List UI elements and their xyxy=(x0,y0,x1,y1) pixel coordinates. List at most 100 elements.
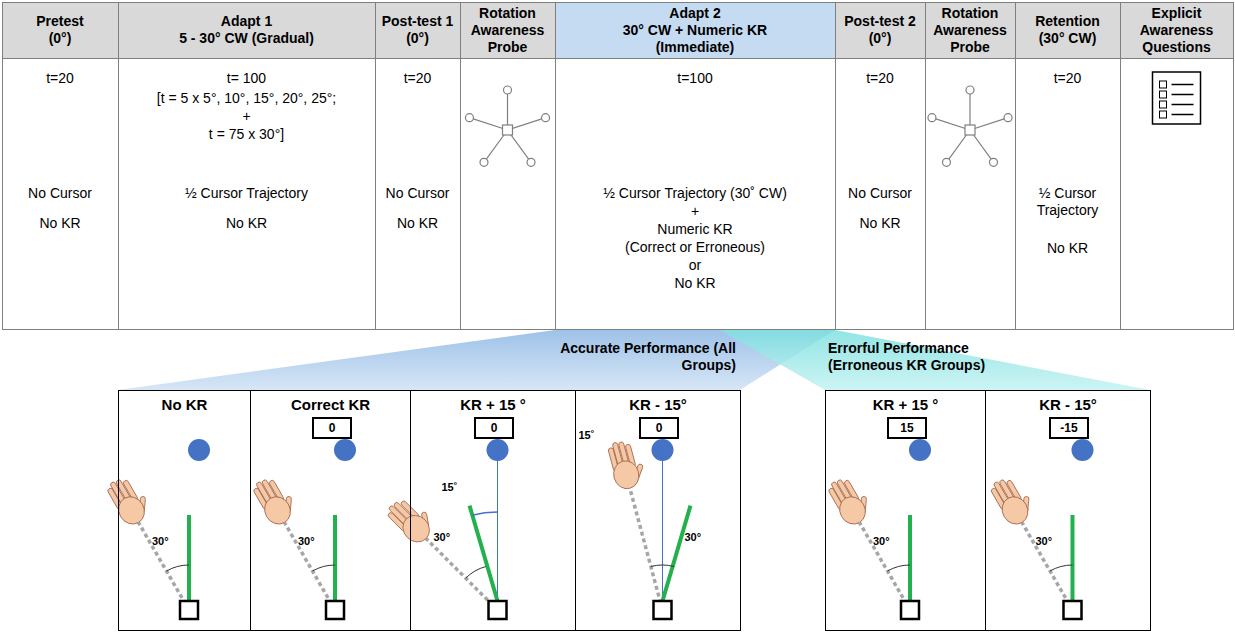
fan-shape xyxy=(720,330,1150,390)
hand-illustration xyxy=(605,437,648,492)
angle-label: 30° xyxy=(873,535,890,548)
checkbox xyxy=(1160,81,1167,88)
checklist-line xyxy=(1172,104,1194,106)
angle-arc xyxy=(651,565,674,567)
rotation-probe-icon xyxy=(465,86,549,166)
angle-label: 30° xyxy=(1036,535,1053,548)
cell-text: ½ Cursor Trajectory xyxy=(121,185,372,202)
start-square xyxy=(326,601,344,619)
cursor-line xyxy=(1071,515,1075,601)
probe-target xyxy=(1004,114,1012,122)
fan-shape xyxy=(118,330,835,390)
probe-target xyxy=(465,114,473,122)
header-text-wrap: Post-test 2(0°) xyxy=(835,2,925,58)
panel-title: KR + 15 ° xyxy=(411,396,575,414)
target-circle xyxy=(652,439,674,461)
shift-arrow xyxy=(472,512,497,515)
target-line xyxy=(662,461,663,601)
palm xyxy=(611,458,642,492)
header-text-wrap: Post-test 1(0°) xyxy=(375,2,460,58)
angle-label: 30° xyxy=(152,535,169,548)
cell-text: No Cursor xyxy=(5,185,115,202)
start-square xyxy=(1064,601,1082,619)
checklist-sheet xyxy=(1153,72,1201,124)
column-header: (30° CW) xyxy=(1039,30,1097,47)
column-header: Retention xyxy=(1035,13,1100,30)
condition-panel: KR - 15° 30° -15 xyxy=(985,390,1151,631)
probe-spoke xyxy=(469,118,507,130)
palm xyxy=(114,492,150,529)
cursor-line xyxy=(470,506,498,601)
target-circle xyxy=(1072,439,1094,461)
start-square xyxy=(654,601,672,619)
angle-label: 15˚ xyxy=(442,481,458,494)
target-circle xyxy=(487,439,509,461)
hand-path xyxy=(860,523,911,610)
kr-value: 0 xyxy=(491,421,498,435)
column-header: 5 - 30° CW (Gradual) xyxy=(179,30,314,47)
cell-text: or xyxy=(558,257,832,274)
kr-value: 15 xyxy=(900,421,913,435)
cell-text: No KR xyxy=(1018,240,1117,257)
column-header: Post-test 1 xyxy=(382,13,454,30)
cell-text: ½ Cursor Trajectory (30˚ CW) xyxy=(558,185,832,202)
cell-text: (Correct or Erroneous) xyxy=(558,239,832,256)
kr-box: 0 xyxy=(639,417,679,439)
cell-text: No Cursor xyxy=(378,185,457,202)
column-header: 30° CW + Numeric KR xyxy=(623,22,767,39)
start-square xyxy=(489,601,507,619)
kr-box: -15 xyxy=(1049,417,1089,439)
cell-text: No KR xyxy=(558,275,832,292)
cursor-line xyxy=(663,506,691,601)
cell-text: t = 75 x 30°] xyxy=(121,126,372,143)
kr-box: 0 xyxy=(312,417,352,439)
condition-panel: Correct KR 30° 0 xyxy=(250,390,411,631)
angle-label: 30° xyxy=(434,531,451,544)
palm xyxy=(997,492,1033,529)
cell-text: ½ Cursor Trajectory xyxy=(1018,185,1117,219)
column-header: (0°) xyxy=(869,30,892,47)
palm xyxy=(397,510,434,547)
probe-target xyxy=(504,86,512,94)
header-text-wrap: Rotation Awareness Probe xyxy=(925,2,1015,58)
angle-label: 15˚ xyxy=(579,429,595,442)
panel-title: KR - 15° xyxy=(986,396,1150,414)
checklist-line xyxy=(1172,114,1194,116)
cell-text: No KR xyxy=(5,215,115,232)
kr-box: 15 xyxy=(887,417,927,439)
hand-path xyxy=(630,488,663,610)
cursor-line xyxy=(187,515,191,601)
cell-text: + xyxy=(121,108,372,125)
cell-text: t=20 xyxy=(5,70,115,87)
probe-target xyxy=(928,114,936,122)
target-circle xyxy=(334,439,356,461)
condition-panel: KR - 15°15˚30°0 xyxy=(575,390,741,631)
target-circle xyxy=(909,439,931,461)
column-header: (0°) xyxy=(406,30,429,47)
palm xyxy=(835,492,871,529)
column-header: Explicit Awareness Questions xyxy=(1123,5,1230,56)
kr-box: 0 xyxy=(474,417,514,439)
checkbox xyxy=(1160,111,1167,118)
checklist-line xyxy=(1172,84,1194,86)
angle-label: 30° xyxy=(298,535,315,548)
probe-center xyxy=(503,125,513,135)
column-header: Rotation Awareness Probe xyxy=(928,5,1012,56)
checklist-icon xyxy=(1153,72,1201,124)
column-header: Adapt 1 xyxy=(221,13,272,30)
cell-text: t=100 xyxy=(558,70,832,87)
cell-text: [t = 5 x 5°, 10°, 15°, 20°, 25°; xyxy=(121,90,372,107)
panel-title: No KR xyxy=(119,396,250,414)
cell-text: No KR xyxy=(121,215,372,232)
panel-title: Correct KR xyxy=(251,396,410,414)
cell-text: t=20 xyxy=(838,70,922,87)
probe-target xyxy=(990,158,998,166)
group-label: Errorful Performance (Erroneous KR Group… xyxy=(828,340,1020,374)
group-label: Accurate Performance (All Groups) xyxy=(556,340,736,374)
probe-target xyxy=(942,158,950,166)
kr-value: -15 xyxy=(1060,421,1077,435)
target-line xyxy=(497,461,498,601)
column-header: Adapt 2 xyxy=(669,5,720,22)
hand-path xyxy=(139,523,190,610)
